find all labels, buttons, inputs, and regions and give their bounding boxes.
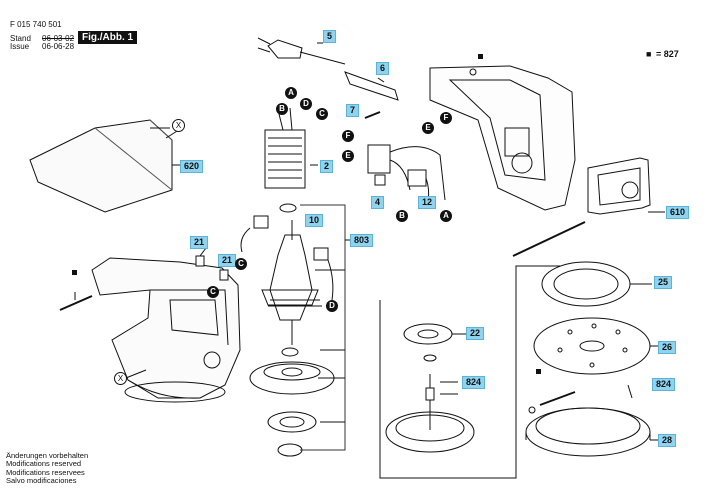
- armature-icon: [261, 220, 322, 345]
- letter-d-brush: D: [326, 300, 338, 312]
- callout-803: 803: [350, 234, 374, 247]
- power-plug-icon: [257, 37, 346, 65]
- pad-ring-icon: [525, 407, 651, 457]
- callout-620: 620: [180, 160, 204, 173]
- callout-22: 22: [466, 327, 485, 340]
- callout-824-a: 824: [462, 376, 486, 389]
- switch-icon: [367, 144, 446, 201]
- dust-bag-icon: [29, 119, 173, 213]
- letter-c-body: C: [207, 286, 219, 298]
- letter-f-left: F: [342, 130, 354, 142]
- counterweight-icon: [403, 323, 453, 345]
- footer-notes: Änderungen vorbehalten Modifications res…: [6, 451, 89, 486]
- marker-square-icon: [72, 270, 77, 275]
- callout-610: 610: [666, 206, 690, 219]
- issue-date: 06-06-28: [42, 42, 75, 51]
- letter-e-right: E: [422, 122, 434, 134]
- callout-6: 6: [376, 62, 390, 75]
- marker-square-icon: [536, 369, 541, 374]
- part-number: F 015 740 501: [10, 20, 62, 29]
- letter-c-brush: C: [235, 258, 247, 270]
- footer-line-de: Änderungen vorbehalten: [6, 451, 89, 460]
- letter-d-top: D: [300, 98, 312, 110]
- callout-7: 7: [346, 104, 360, 117]
- field-coil-icon: [264, 107, 306, 189]
- footer-line-fr: Modifications reservees: [6, 467, 85, 477]
- letter-f-right: F: [440, 112, 452, 124]
- stand-label: Stand: [10, 34, 31, 43]
- letter-c-top: C: [316, 108, 328, 120]
- callout-4: 4: [371, 196, 385, 209]
- letter-a-bottom: A: [440, 210, 452, 222]
- callout-12: 12: [418, 196, 437, 209]
- letter-b-bottom: B: [396, 210, 408, 222]
- housing-half-icon: [429, 65, 576, 211]
- footer-line-es: Salvo modificaciones: [6, 476, 77, 486]
- letter-b-top: B: [276, 103, 288, 115]
- callout-26: 26: [658, 341, 677, 354]
- stand-date: 06-03-02: [42, 34, 75, 43]
- figure-label: Fig./Abb. 1: [78, 31, 138, 44]
- legend-value: = 827: [656, 49, 679, 59]
- marker-square-icon: [478, 54, 483, 59]
- callout-25: 25: [654, 276, 673, 289]
- callout-21-b: 21: [218, 254, 237, 267]
- callout-28: 28: [658, 434, 677, 447]
- issue-label: Issue: [10, 42, 30, 51]
- callout-824-b: 824: [652, 378, 676, 391]
- letter-x-bag: X: [172, 119, 185, 132]
- letter-e-left: E: [342, 150, 354, 162]
- sander-body-icon: [91, 257, 241, 403]
- legend-marker: ■: [646, 49, 652, 59]
- callout-21-a: 21: [190, 236, 209, 249]
- callout-5: 5: [323, 30, 337, 43]
- fan-icon: [249, 361, 335, 395]
- letter-x-body: X: [114, 372, 127, 385]
- cord-guard-icon: [344, 71, 399, 101]
- handle-icon: [587, 157, 651, 215]
- pad-seal-icon: [541, 261, 631, 307]
- callout-2: 2: [320, 160, 334, 173]
- letter-a-top: A: [285, 87, 297, 99]
- sanding-pad-icon: [533, 317, 651, 375]
- footer-line-en: Modifications reserved: [6, 459, 82, 469]
- callout-10: 10: [305, 214, 324, 227]
